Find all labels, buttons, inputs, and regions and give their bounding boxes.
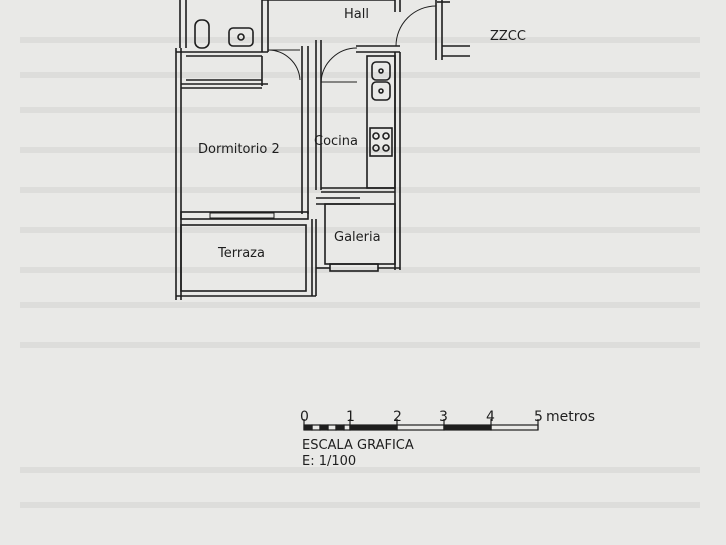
terraza-walls (176, 219, 317, 297)
scale-tick-label: 4 (486, 409, 495, 425)
room-label-terraza: Terraza (217, 246, 265, 261)
scale-tick-label: 5 (534, 409, 543, 425)
scale-tick-label: 1 (346, 409, 355, 425)
room-label-zzcc: ZZCC (490, 29, 526, 44)
scale-bar: 0 1 2 3 4 5 metros ESCALA GRAFICA E: 1/1… (300, 409, 595, 469)
right-walls (262, 0, 401, 12)
left-walls (175, 48, 268, 300)
bathroom-area (179, 0, 301, 81)
room-label-cocina: Cocina (314, 134, 358, 149)
dormitorio-walls (180, 46, 309, 220)
scale-ratio: E: 1/100 (302, 454, 356, 469)
scale-unit-label: metros (546, 409, 595, 425)
room-label-dormitorio: Dormitorio 2 (198, 142, 280, 157)
scale-title: ESCALA GRAFICA (302, 438, 414, 453)
hall-doors (315, 0, 470, 190)
scale-tick-label: 2 (393, 409, 402, 425)
room-label-galeria: Galeria (334, 230, 381, 245)
scale-tick-label: 3 (439, 409, 448, 425)
room-label-hall: Hall (344, 7, 369, 22)
scale-bar-segments (303, 419, 539, 431)
scale-tick-label: 0 (300, 409, 309, 425)
galeria-walls (316, 197, 400, 272)
background-texture (20, 37, 700, 508)
